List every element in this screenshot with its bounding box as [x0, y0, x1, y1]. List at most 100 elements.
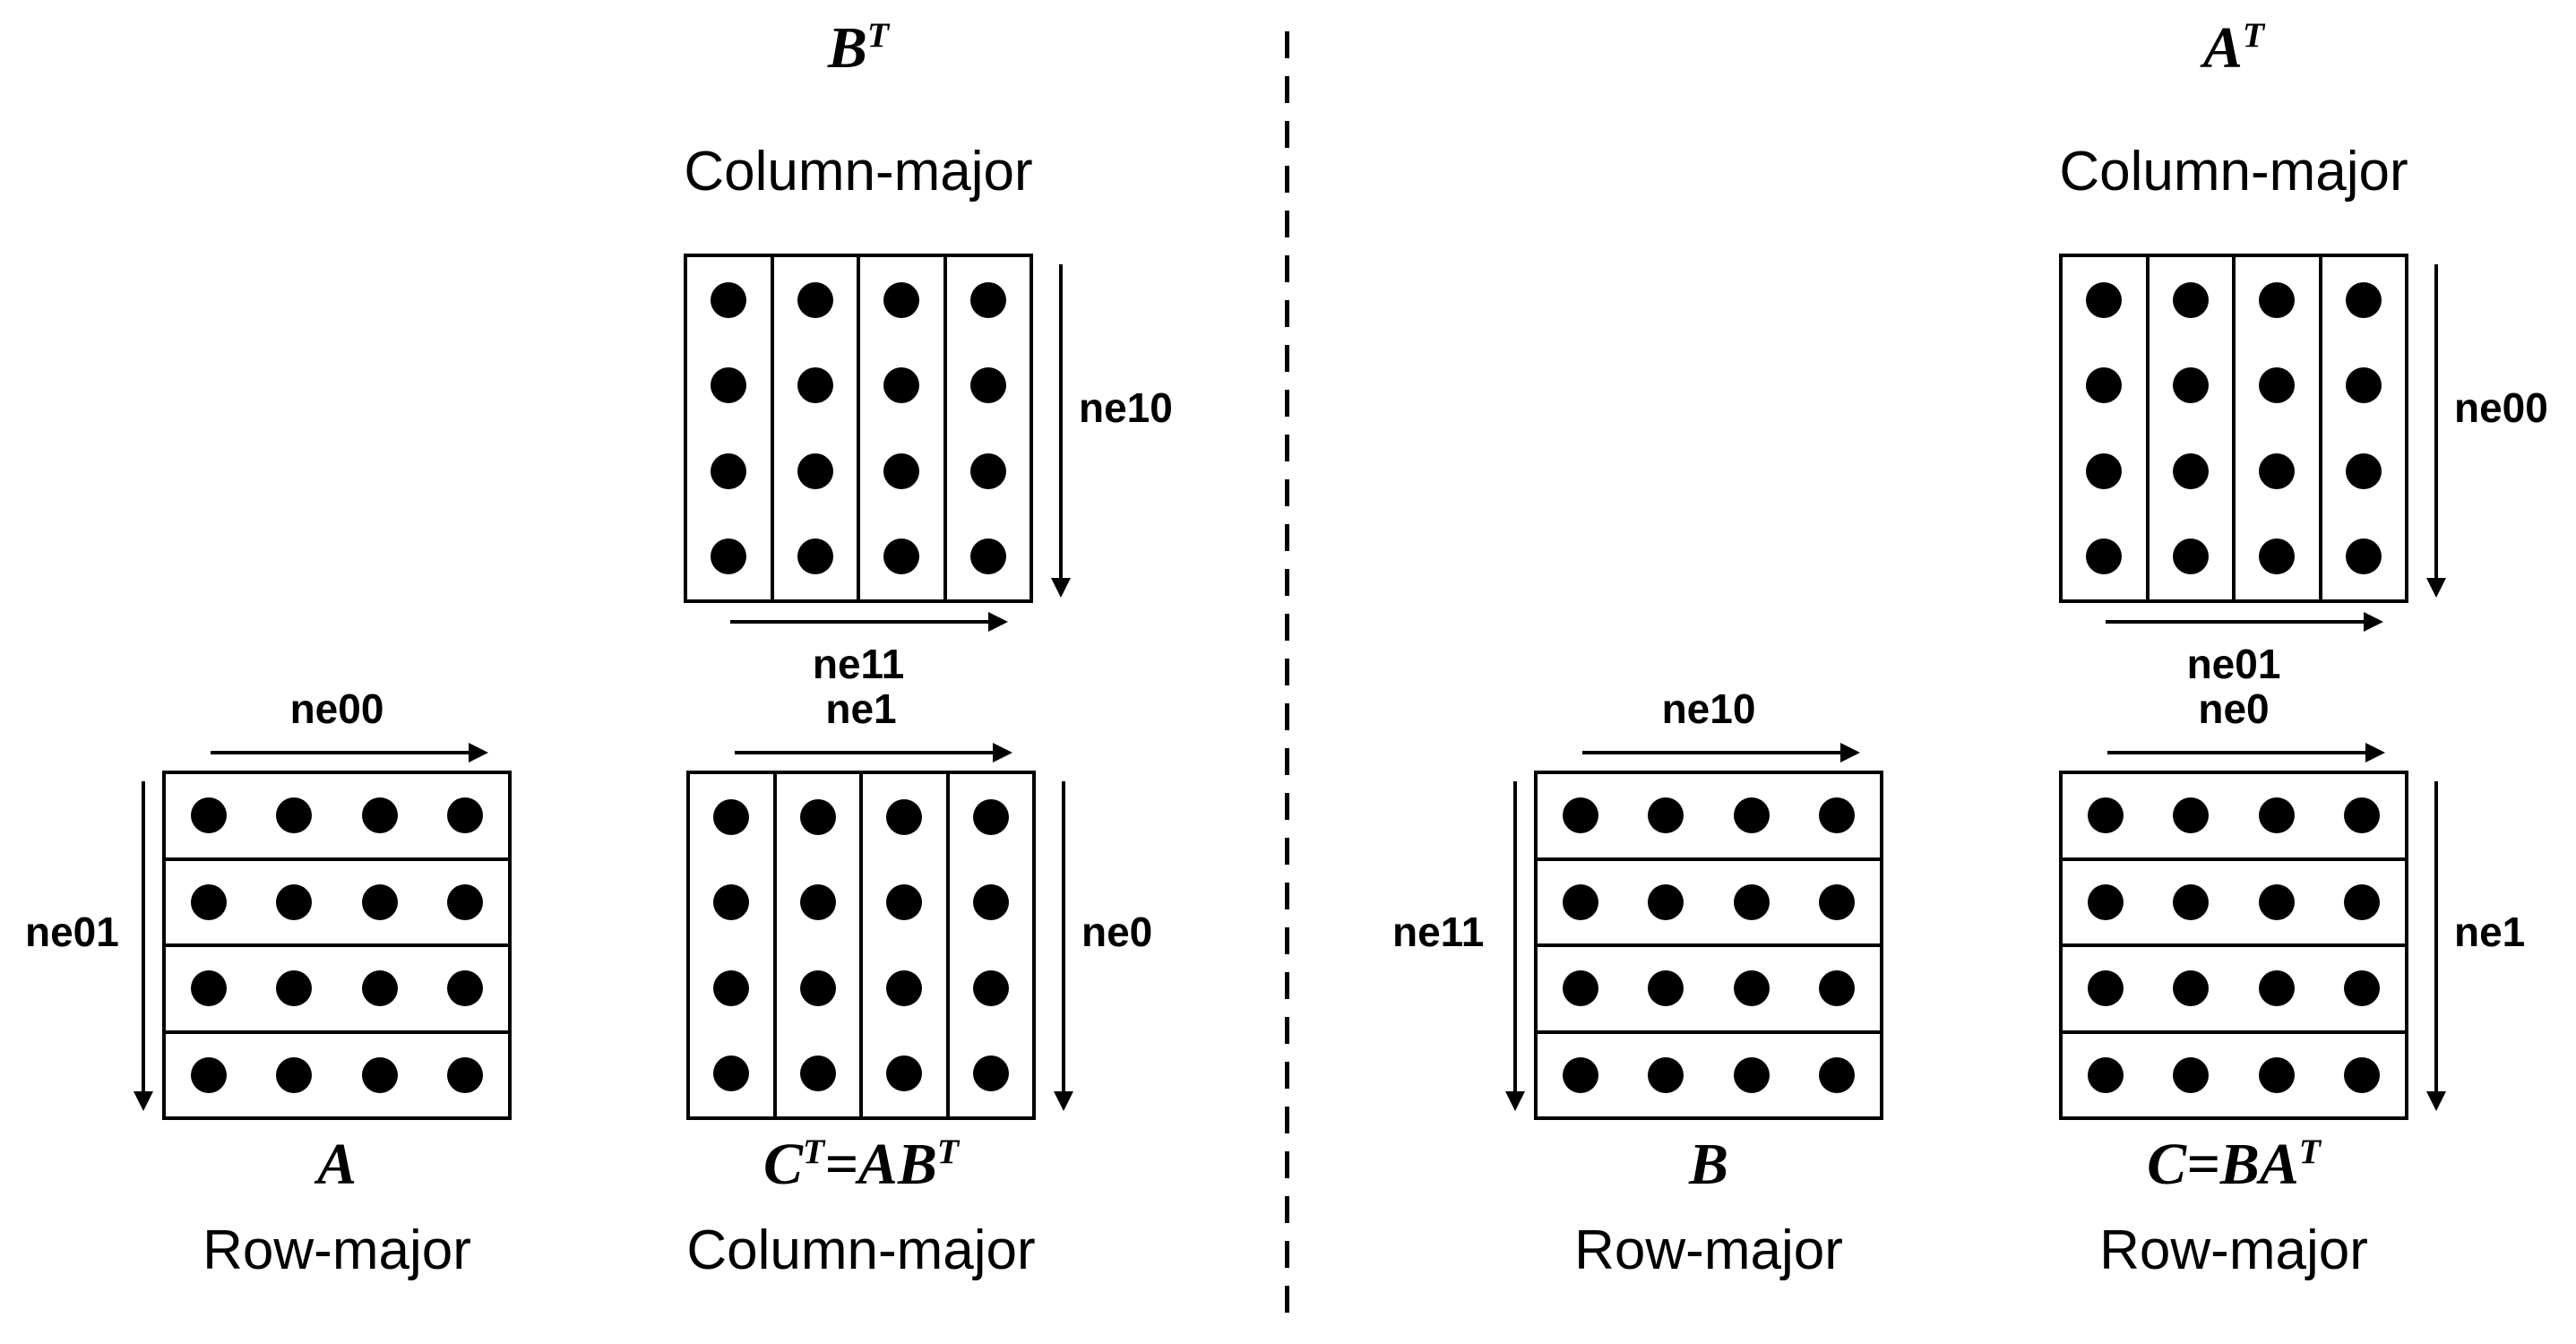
- matrix-column: [2236, 257, 2322, 599]
- ne0-right-arrow-icon: [2107, 751, 2367, 754]
- matrix-dot: [972, 1055, 1009, 1092]
- matrix-dot: [797, 538, 833, 575]
- matrix-dot: [2345, 538, 2382, 575]
- matrix-column: [863, 774, 950, 1116]
- matrix-dot: [276, 970, 313, 1007]
- matrix-dot: [2259, 538, 2296, 575]
- major-label-c: Row-major: [2099, 1219, 2368, 1281]
- matrix-dot: [1648, 883, 1684, 920]
- matrix-dot: [2259, 367, 2296, 404]
- matrix-name-a: A: [316, 1132, 358, 1197]
- ne00-right-arrow-icon: [211, 751, 470, 754]
- matrix-column: [690, 774, 777, 1116]
- matrix-dot: [886, 969, 923, 1006]
- matrix-dot: [361, 970, 398, 1007]
- major-label-a: Row-major: [202, 1219, 471, 1281]
- matrix-dot: [711, 281, 747, 318]
- matrix-name-b: B: [1688, 1132, 1729, 1197]
- matrix-dot: [2258, 970, 2295, 1007]
- matrix-dot: [969, 281, 1006, 318]
- matrix-dot: [1648, 797, 1684, 834]
- matrix-row: [166, 1034, 508, 1117]
- matrix-dot: [2344, 797, 2381, 834]
- matrix-dot: [276, 883, 313, 920]
- matrix-column: [687, 257, 774, 599]
- matrix-column: [777, 774, 863, 1116]
- ne1-down-arrow-icon: [2434, 781, 2438, 1093]
- matrix-dot: [2345, 281, 2382, 318]
- matrix-dot: [711, 452, 747, 489]
- matrix-dot: [883, 452, 920, 489]
- matrix-dot: [190, 883, 227, 920]
- matrix-column: [2150, 257, 2236, 599]
- ne0-down-arrow-icon: [1062, 781, 1065, 1093]
- matrix-dot: [2259, 452, 2296, 489]
- matrix-dot: [799, 969, 836, 1006]
- matrix-dot: [2173, 883, 2210, 920]
- matrix-dot: [190, 1056, 227, 1093]
- matrix-ct: [686, 771, 1036, 1120]
- matrix-dot: [1819, 883, 1856, 920]
- matrix-dot: [969, 538, 1006, 575]
- matrix-column: [2063, 257, 2150, 599]
- matrix-row: [2063, 947, 2405, 1034]
- matrix-dot: [713, 1055, 750, 1092]
- matrix-dot: [1562, 1056, 1598, 1093]
- matrix-row: [166, 774, 508, 861]
- matrix-column: [774, 257, 860, 599]
- matrix-dot: [883, 281, 920, 318]
- matrix-dot: [1733, 970, 1770, 1007]
- matrix-dot: [2172, 538, 2209, 575]
- matrix-dot: [886, 1055, 923, 1092]
- matrix-row: [1538, 1034, 1880, 1117]
- matrix-dot: [972, 884, 1009, 921]
- matrix-dot: [2172, 367, 2209, 404]
- matrix-row: [1538, 947, 1880, 1034]
- ne10-right-arrow-icon: [1582, 751, 1842, 754]
- matrix-dot: [713, 969, 750, 1006]
- matrix-dot: [886, 884, 923, 921]
- matrix-dot: [797, 452, 833, 489]
- ne00-label-wrap: ne00: [289, 685, 384, 732]
- matrix-column: [950, 774, 1033, 1116]
- matrix-dot: [2172, 281, 2209, 318]
- matrix-dot: [713, 884, 750, 921]
- matrix-dot: [2086, 538, 2123, 575]
- matrix-b: [1534, 771, 1883, 1120]
- matrix-row: [1538, 774, 1880, 861]
- ne11-right-arrow-icon: [730, 620, 990, 624]
- matrix-dot: [190, 970, 227, 1007]
- matrix-dot: [361, 883, 398, 920]
- matrix-dot: [447, 970, 484, 1007]
- matrix-at: [2059, 254, 2408, 603]
- matrix-dot: [361, 1056, 398, 1093]
- matrix-row: [1538, 861, 1880, 947]
- matrix-dot: [2345, 452, 2382, 489]
- ne00-down-arrow-icon: [2434, 264, 2438, 580]
- matrix-dot: [2173, 797, 2210, 834]
- ne1-label-wrap: ne1: [825, 685, 897, 732]
- matrix-dot: [883, 538, 920, 575]
- ne01-down-arrow-icon: [142, 781, 145, 1093]
- matrix-dot: [1562, 797, 1598, 834]
- matrix-dot: [1733, 883, 1770, 920]
- matrix-dot: [1648, 970, 1684, 1007]
- matrix-dot: [972, 969, 1009, 1006]
- matrix-name-c: C=BAT: [2147, 1132, 2321, 1197]
- ne10-down-arrow-icon: [1059, 264, 1063, 580]
- panel-divider: [1285, 31, 1289, 1313]
- matrix-dot: [883, 367, 920, 404]
- matrix-dot: [2086, 367, 2123, 404]
- matrix-dot: [886, 798, 923, 835]
- matrix-dot: [711, 367, 747, 404]
- matrix-dot: [447, 883, 484, 920]
- matrix-dot: [1648, 1056, 1684, 1093]
- matrix-dot: [2259, 281, 2296, 318]
- matrix-dot: [1562, 970, 1598, 1007]
- matrix-dot: [1733, 1056, 1770, 1093]
- major-label-ct: Column-major: [686, 1219, 1036, 1281]
- major-label-b: Row-major: [1574, 1219, 1843, 1281]
- matrix-dot: [447, 1056, 484, 1093]
- matrix-dot: [713, 798, 750, 835]
